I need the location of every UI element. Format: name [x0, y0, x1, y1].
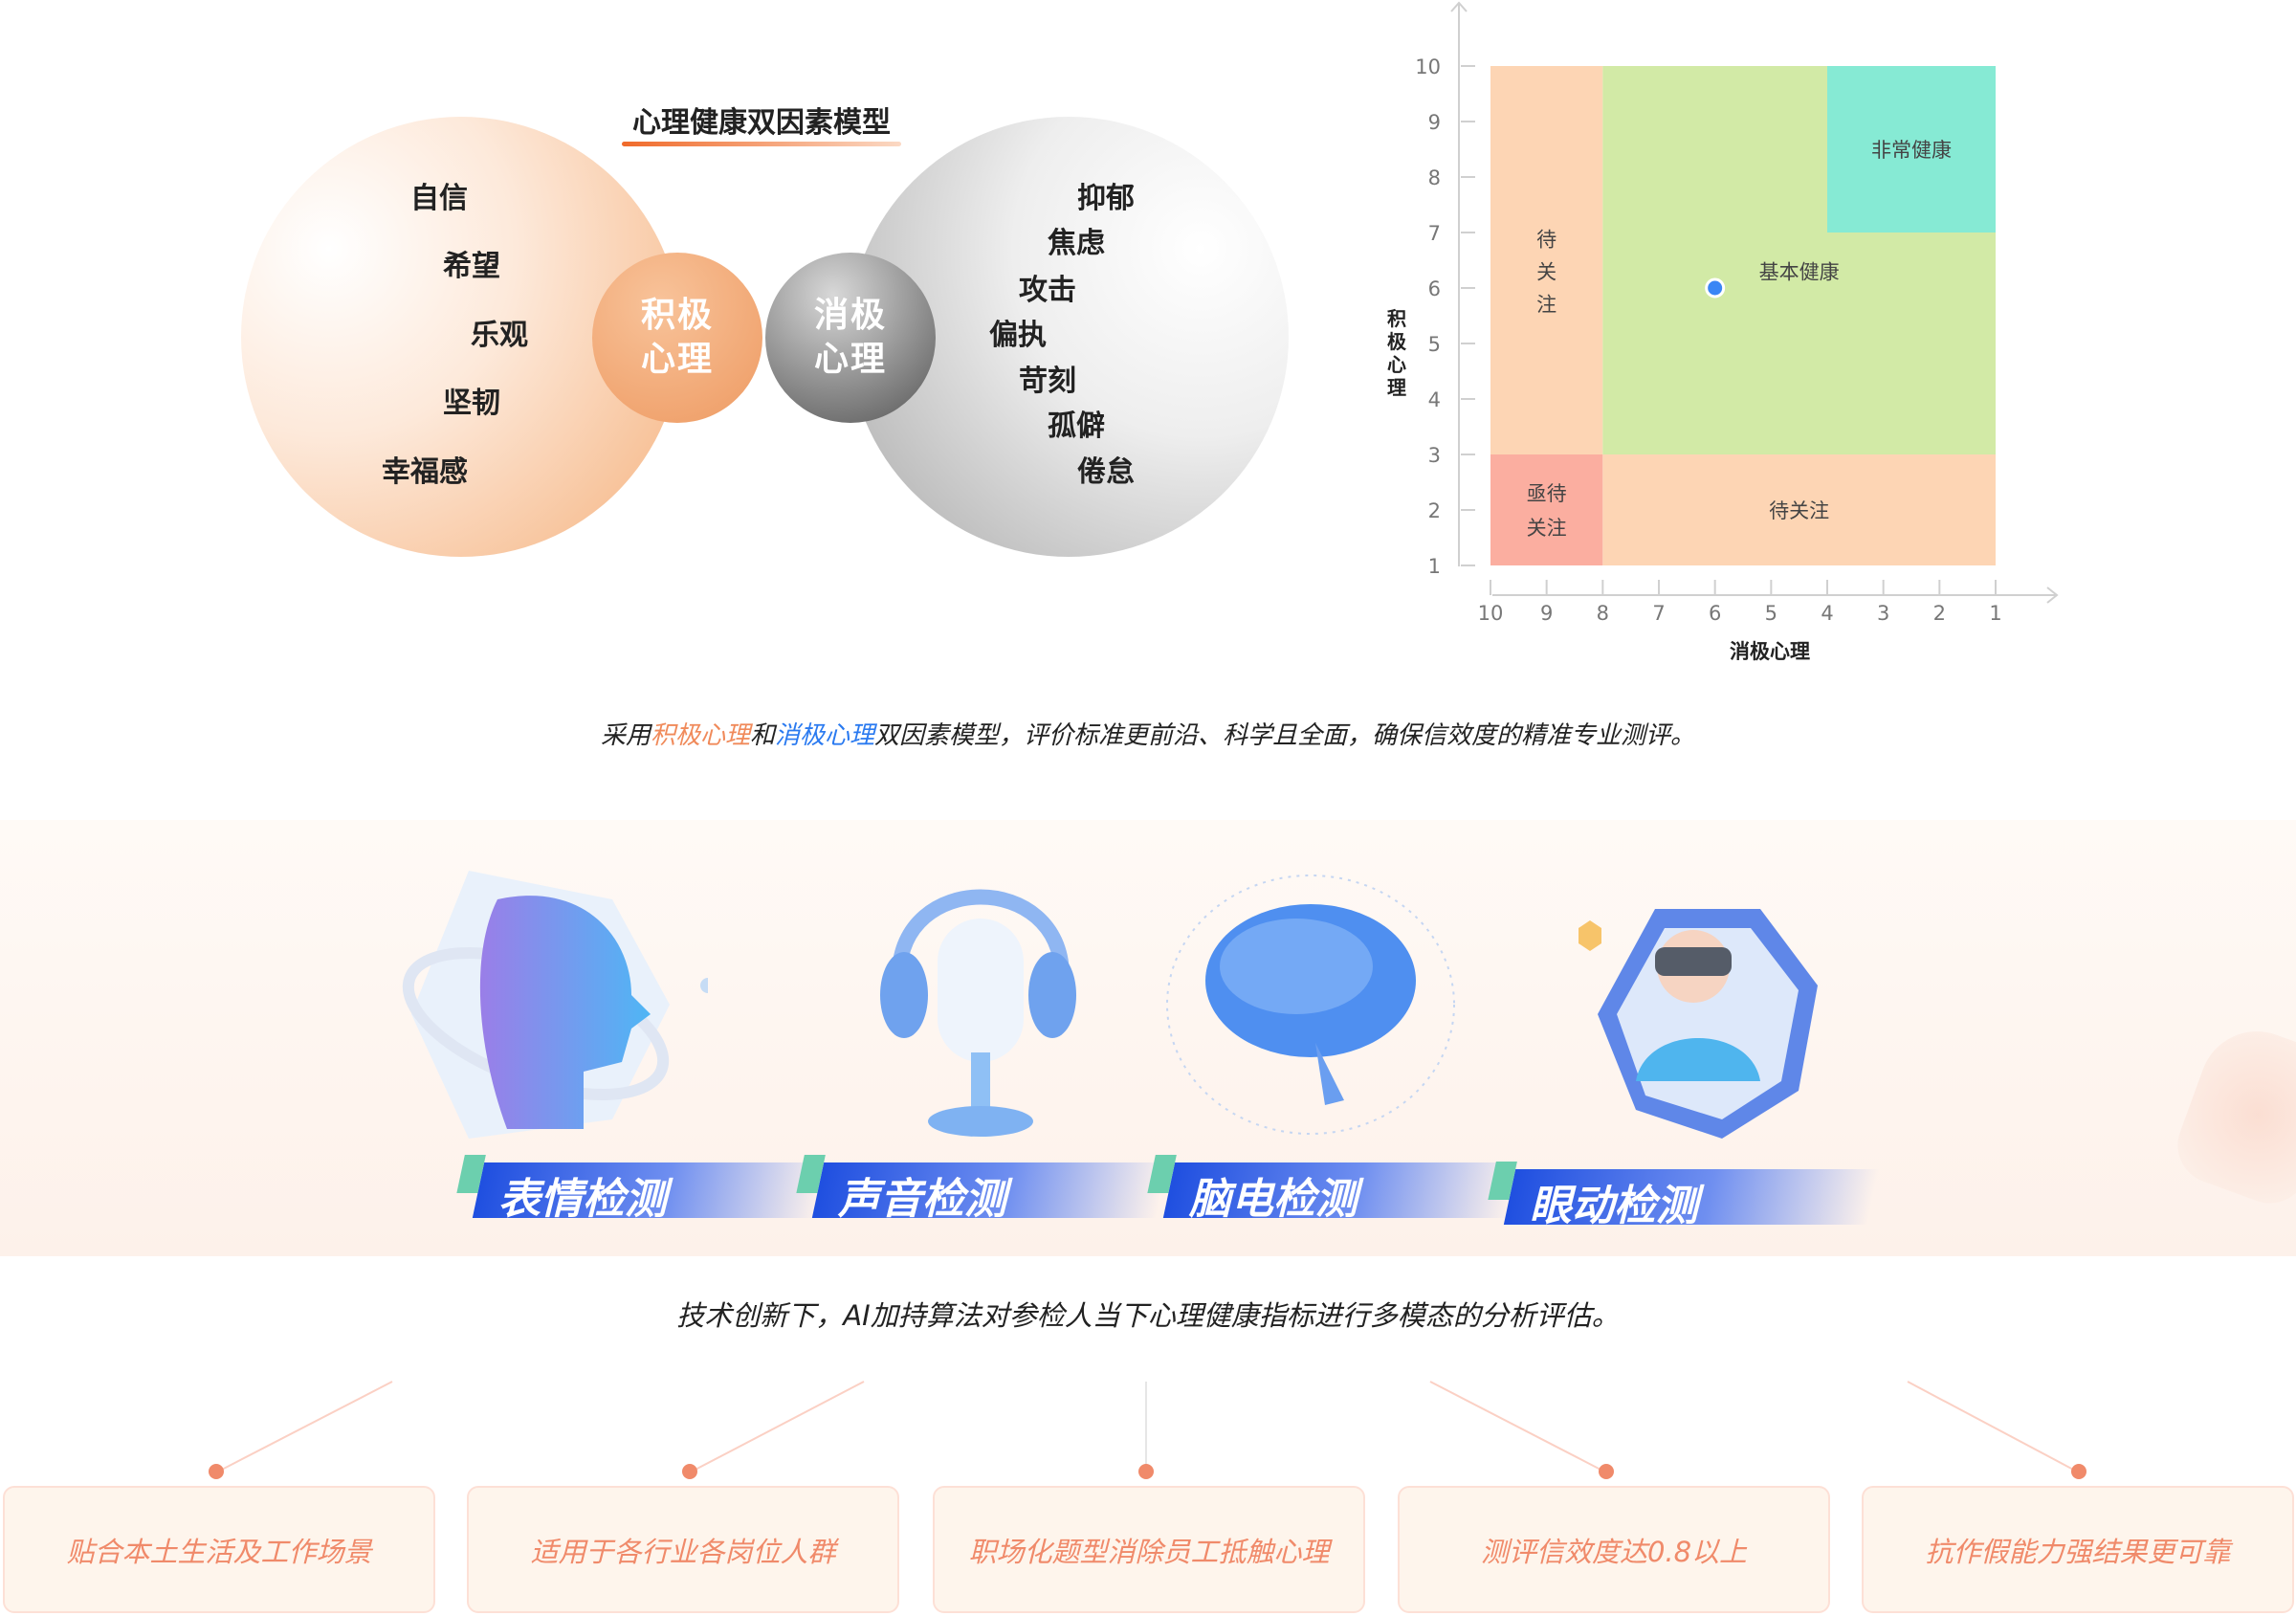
chart-region — [1490, 454, 1603, 565]
detection-label: 声音检测 — [837, 1175, 1006, 1224]
y-tick-label: 8 — [1428, 166, 1441, 189]
caption-positive-highlight: 积极心理 — [650, 721, 750, 750]
detection-tag-eye: 眼动检测 — [1488, 1162, 1880, 1230]
y-tick-label: 5 — [1428, 333, 1441, 356]
positive-trait: 希望 — [443, 250, 500, 283]
feature-box: 抗作假能力强结果更可靠 — [1862, 1486, 2294, 1613]
x-axis-arrow — [2046, 587, 2059, 604]
x-tick-label: 9 — [1540, 602, 1553, 625]
region-label: 关 — [1536, 261, 1556, 284]
x-tick-label: 8 — [1597, 602, 1609, 625]
negative-trait: 攻击 — [1019, 274, 1076, 307]
region-label: 待 — [1536, 229, 1556, 252]
y-axis-label: 积 — [1387, 307, 1406, 330]
detection-tag-voice: 声音检测 — [796, 1155, 1169, 1224]
face-head-illustration — [402, 871, 708, 1139]
positive-trait: 自信 — [410, 182, 468, 215]
x-tick-label: 5 — [1765, 602, 1777, 625]
connector-line — [1907, 1381, 2080, 1473]
negative-label: 消极 心理 — [813, 296, 887, 379]
title-underline — [622, 142, 901, 146]
positive-trait: 坚韧 — [443, 387, 500, 420]
negative-trait: 焦虑 — [1048, 227, 1105, 260]
data-point — [1705, 277, 1726, 299]
region-label: 基本健康 — [1759, 261, 1840, 284]
negative-psychology-badge: 消极 心理 — [765, 253, 936, 423]
caption-text: 和 — [749, 721, 775, 750]
positive-trait: 幸福感 — [382, 455, 468, 489]
connector-dot — [682, 1464, 697, 1479]
feature-box: 测评信效度达0.8以上 — [1398, 1486, 1830, 1613]
caption-negative-highlight: 消极心理 — [775, 721, 875, 750]
detection-tag-facial: 表情检测 — [456, 1155, 829, 1224]
y-axis-label: 理 — [1387, 376, 1406, 399]
detection-label: 表情检测 — [497, 1175, 667, 1224]
y-axis-label: 心 — [1387, 353, 1406, 376]
model-caption: 采用积极心理和消极心理双因素模型，评价标准更前沿、科学且全面，确保信效度的精准专… — [0, 716, 2296, 751]
negative-trait: 倦怠 — [1077, 455, 1135, 489]
connector-dot — [2071, 1464, 2086, 1479]
connector-line — [1145, 1382, 1147, 1472]
x-tick-label: 1 — [1989, 602, 2001, 625]
y-axis-arrow — [1450, 1, 1468, 12]
detection-label: 脑电检测 — [1188, 1175, 1358, 1224]
y-tick-label: 1 — [1428, 555, 1441, 578]
region-label: 关注 — [1527, 517, 1567, 540]
y-tick-label: 3 — [1428, 444, 1441, 467]
x-tick-label: 3 — [1877, 602, 1889, 625]
tech-caption: 技术创新下，AI加持算法对参检人当下心理健康指标进行多模态的分析评估。 — [676, 1299, 1620, 1332]
x-tick-label: 7 — [1652, 602, 1665, 625]
y-tick-label: 9 — [1428, 111, 1441, 134]
x-tick-label: 4 — [1821, 602, 1833, 625]
feature-box: 适用于各行业各岗位人群 — [467, 1486, 899, 1613]
chart-region — [1827, 66, 1996, 232]
negative-trait: 孤僻 — [1048, 410, 1105, 443]
negative-trait: 抑郁 — [1077, 182, 1135, 215]
connector-dot — [1138, 1464, 1154, 1479]
chart-region — [1602, 454, 1996, 565]
connector-dot — [1599, 1464, 1614, 1479]
vr-eye-tracking-illustration — [1578, 909, 1818, 1139]
y-tick-label: 2 — [1428, 499, 1441, 522]
x-tick-label: 10 — [1478, 602, 1504, 625]
connector-line — [215, 1381, 393, 1473]
x-axis-label: 消极心理 — [1730, 640, 1810, 663]
feature-box: 贴合本土生活及工作场景 — [3, 1486, 435, 1613]
detection-tag-eeg: 脑电检测 — [1147, 1155, 1520, 1224]
feature-box: 职场化题型消除员工抵触心理 — [933, 1486, 1365, 1613]
y-tick-label: 10 — [1415, 55, 1441, 78]
caption-text: 采用 — [600, 721, 651, 750]
brain-illustration — [1166, 874, 1455, 1135]
region-label: 非常健康 — [1871, 139, 1952, 162]
model-title: 心理健康双因素模型 — [632, 106, 891, 140]
y-tick-label: 6 — [1428, 277, 1441, 300]
positive-trait: 乐观 — [471, 319, 528, 352]
connector-dot — [209, 1464, 224, 1479]
y-tick-label: 4 — [1428, 388, 1441, 411]
connector-line — [689, 1381, 865, 1473]
x-tick-label: 6 — [1709, 602, 1721, 625]
x-tick-label: 2 — [1933, 602, 1946, 625]
connector-line — [1429, 1381, 1607, 1473]
y-tick-label: 7 — [1428, 222, 1441, 245]
region-label: 亟待 — [1527, 482, 1567, 505]
y-axis-label: 极 — [1387, 330, 1407, 353]
detection-label: 眼动检测 — [1529, 1182, 1698, 1230]
positive-psychology-badge: 积极 心理 — [592, 253, 762, 423]
chart-region — [1490, 66, 1603, 454]
region-label: 待关注 — [1769, 499, 1829, 522]
microphone-headphones-illustration — [880, 889, 1076, 1137]
region-label: 注 — [1536, 294, 1556, 317]
negative-trait: 苛刻 — [1019, 365, 1076, 398]
caption-text: 双因素模型，评价标准更前沿、科学且全面，确保信效度的精准专业测评。 — [874, 721, 1696, 750]
positive-label: 积极 心理 — [640, 296, 714, 379]
negative-trait: 偏执 — [989, 319, 1047, 352]
